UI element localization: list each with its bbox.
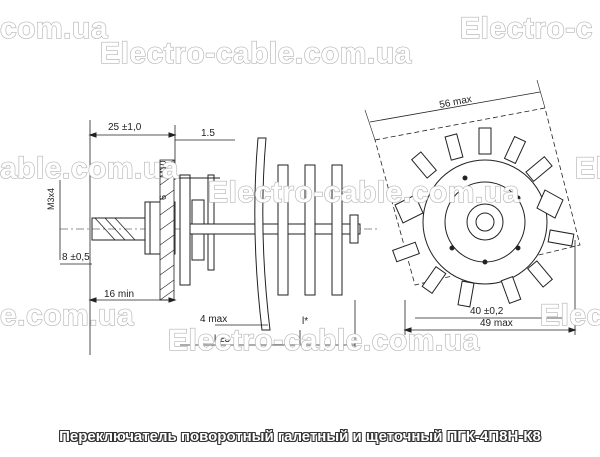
dim-l-3: l ±3 [214, 334, 230, 345]
watermark: able.com.ua [0, 152, 179, 185]
watermark: Electr [540, 299, 600, 332]
dim-1-5: 1.5 [201, 128, 215, 139]
watermark: El [575, 152, 600, 185]
watermark: com.ua [0, 12, 108, 45]
dim-8: 8 ±0,5 [62, 252, 90, 263]
dim-49: 49 max [480, 318, 513, 329]
watermark: Electro-c [460, 12, 593, 45]
watermark: Electro-cable.com.ua [168, 324, 480, 357]
switch-technical-drawing: 25 ±1,0 1.5 M10 M3x4 6 8 ±0,5 16 min 4 m… [0, 11, 600, 357]
dim-56: 56 max [438, 94, 472, 111]
dim-6: 6 [158, 195, 168, 200]
dim-l-star: l* [302, 316, 308, 327]
dim-40: 40 ±0,2 [470, 306, 504, 317]
dim-25: 25 ±1,0 [108, 122, 142, 133]
caption: Переключатель поворотный галетный и щето… [59, 428, 541, 445]
watermark: e.com.ua [0, 299, 134, 332]
watermark: Electro-cable.com.ua [208, 176, 520, 209]
dim-16: 16 min [104, 289, 134, 300]
dim-m3x4: M3x4 [46, 188, 56, 210]
dim-4: 4 max [200, 314, 227, 325]
dim-m10: M10 [158, 160, 168, 178]
watermark: Electro-cable.com.ua [100, 37, 412, 70]
